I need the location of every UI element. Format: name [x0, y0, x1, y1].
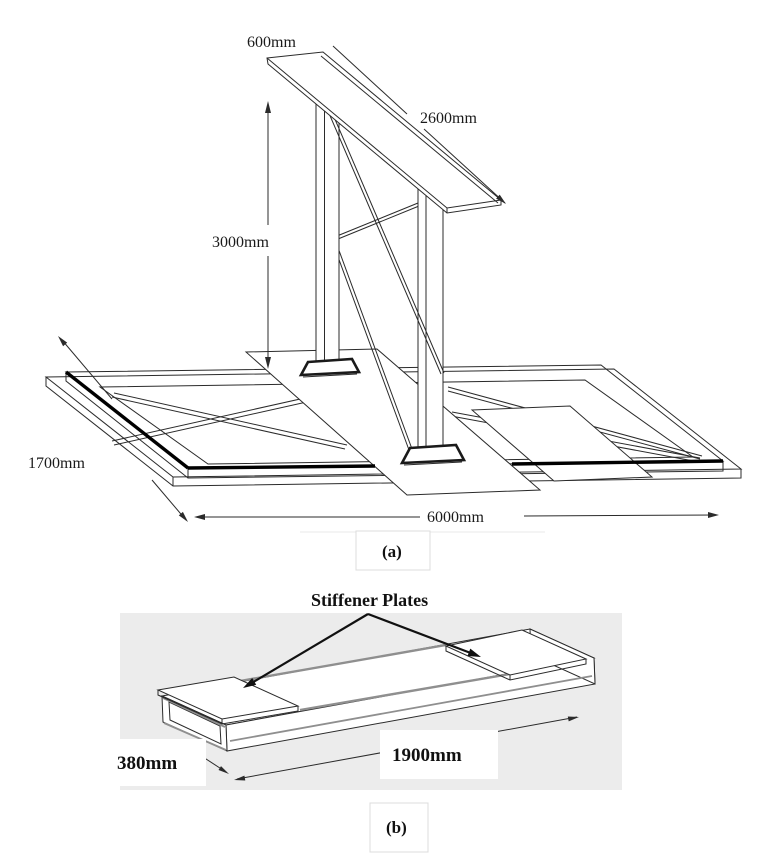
stiffener-arrow-left	[243, 613, 369, 688]
caption-b-box: (b)	[369, 802, 429, 853]
dim-3000: 3000mm	[212, 101, 271, 369]
dim-1700: 1700mm	[28, 336, 188, 522]
stiffener-plate-left	[156, 676, 300, 725]
figure-a: 600mm 2600mm 3000mm 1700mm	[28, 34, 743, 571]
beam-top-front-streak	[299, 672, 511, 712]
dim-1900: 1900mm	[234, 716, 579, 781]
stiffener-label-box: Stiffener Plates	[299, 584, 466, 612]
dim-2600: 2600mm	[332, 45, 506, 204]
caption-b-label: (b)	[386, 818, 407, 837]
dim-600-label: 600mm	[247, 34, 296, 51]
dim-6000-label: 6000mm	[427, 509, 484, 526]
left-column	[298, 95, 362, 378]
figure-b: Stiffener Plates 1900mm 380mm (b)	[108, 584, 622, 853]
stiffener-label: Stiffener Plates	[311, 590, 428, 610]
dim-1900-label: 1900mm	[392, 745, 462, 766]
truss-bracing	[333, 202, 420, 451]
right-column-base-plate	[399, 443, 467, 465]
stiffener-plate-right	[444, 629, 588, 681]
dim-2600-label: 2600mm	[420, 110, 477, 127]
left-column-base-plate	[298, 357, 362, 377]
dim-600: 600mm	[247, 34, 296, 51]
stiffener-arrow-right	[367, 612, 481, 657]
sign-panel	[266, 51, 502, 214]
heavy-base-edges	[64, 370, 724, 470]
caption-a-label: (a)	[382, 542, 402, 561]
right-column	[399, 184, 467, 466]
beam-top-back-streak	[239, 643, 447, 683]
dim-1700-label: 1700mm	[28, 455, 85, 472]
dim-3000-label: 3000mm	[212, 234, 269, 251]
dim-6000: 6000mm	[194, 509, 719, 526]
dim-380: 380mm	[108, 739, 229, 786]
caption-a-box: (a)	[300, 530, 545, 571]
long-diagonal-brace	[327, 109, 445, 375]
beam-open-end	[161, 695, 228, 752]
beam-front-streak	[229, 675, 593, 742]
dim-380-label: 380mm	[117, 753, 177, 774]
